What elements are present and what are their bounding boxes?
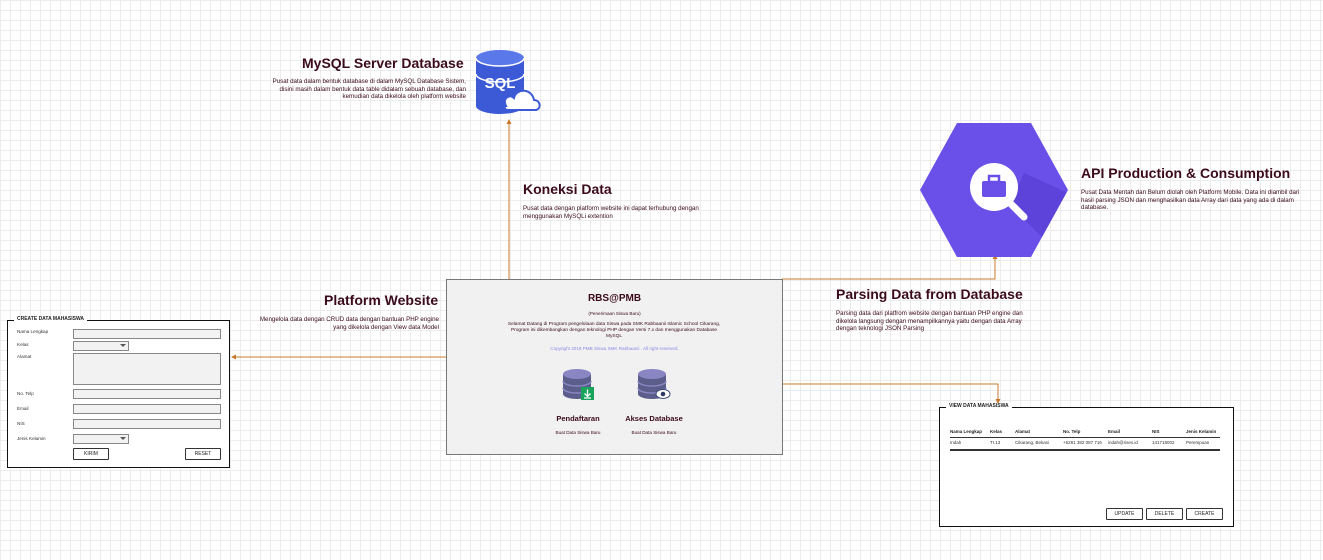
create-button[interactable]: CREATE xyxy=(1186,508,1223,520)
label-no-telp: No. Telp xyxy=(17,391,34,396)
nis-input[interactable] xyxy=(73,419,221,429)
site-copyright: Copyright 2018 PMB Siswa SMK Rabbaanii .… xyxy=(550,346,679,351)
cell-kelas: TI.13 xyxy=(990,440,1001,445)
th-nama-lengkap: Nama Lengkap xyxy=(950,429,983,434)
pendaftaran-sub: Buat Data Siswa Baru xyxy=(555,430,601,435)
chevron-down-icon xyxy=(120,344,126,347)
site-subtitle: (Penerimaan Siswa Baru) xyxy=(588,311,641,316)
view-table-frame: VIEW DATA MAHASISWA Nama Lengkap Kelas A… xyxy=(939,403,1234,527)
connector-website-api xyxy=(782,254,998,280)
database-download-icon[interactable] xyxy=(561,368,597,407)
akses-database-label[interactable]: Akses Database xyxy=(625,414,683,423)
nama-lengkap-input[interactable] xyxy=(73,329,221,339)
mysql-description: Pusat data dalam bentuk database di dala… xyxy=(272,78,466,101)
site-brand: RBS@PMB xyxy=(587,293,642,304)
kirim-button[interactable]: KIRIM xyxy=(73,448,109,460)
mysql-title: MySQL Server Database xyxy=(302,55,464,71)
site-welcome: Selamat Datang di Program pengelolaan da… xyxy=(507,322,721,339)
create-form-frame: CREATE DATA MAHASISWA Nama Lengkap Kelas… xyxy=(7,316,230,468)
database-view-icon[interactable] xyxy=(636,368,672,407)
label-nama-lengkap: Nama Lengkap xyxy=(17,329,49,334)
th-alamat: Alamat xyxy=(1015,429,1031,434)
cell-nama: Indah xyxy=(950,440,962,445)
delete-button[interactable]: DELETE xyxy=(1146,508,1183,520)
api-description: Pusat Data Mentah dan Belum diolah oleh … xyxy=(1081,189,1300,212)
email-input[interactable] xyxy=(73,404,221,414)
cell-no-telp: +6281 382 087 716 xyxy=(1063,440,1102,445)
kelas-select[interactable] xyxy=(73,341,129,351)
label-nis: NIS xyxy=(17,421,25,426)
row-rule xyxy=(950,449,1220,451)
alamat-textarea[interactable] xyxy=(73,353,221,385)
th-nis: NIS xyxy=(1152,429,1160,434)
platform-description: Mengelola data dengan CRUD data dengan b… xyxy=(259,316,439,331)
platform-title: Platform Website xyxy=(324,292,439,308)
parsing-description: Parsing data dari platfrom website denga… xyxy=(836,310,1023,333)
api-title: API Production & Consumption xyxy=(1081,165,1291,181)
cell-alamat: Cikarang, Bekasi xyxy=(1015,440,1050,445)
label-alamat: Alamat xyxy=(17,354,32,359)
th-kelas: Kelas xyxy=(990,429,1003,434)
label-email: Email xyxy=(17,406,29,411)
sql-database-icon: SQL xyxy=(472,48,544,125)
cell-jenis-kelamin: Perempuan xyxy=(1186,440,1210,445)
sql-icon-label: SQL xyxy=(485,75,516,92)
th-jenis-kelamin: Jenis Kelamin xyxy=(1186,429,1217,434)
cell-nis: 141718002 xyxy=(1152,440,1175,445)
bigquery-search-icon xyxy=(920,123,1068,262)
chevron-down-icon xyxy=(120,437,126,440)
jenis-kelamin-select[interactable] xyxy=(73,434,129,444)
update-button[interactable]: UPDATE xyxy=(1106,508,1143,520)
label-kelas: Kelas xyxy=(17,342,29,347)
reset-button[interactable]: RESET xyxy=(185,448,221,460)
parsing-title: Parsing Data from Database xyxy=(836,286,1023,302)
koneksi-description: Pusat data dengan platform website ini d… xyxy=(523,205,699,220)
akses-database-sub: Buat Data Siswa Baru xyxy=(631,430,677,435)
koneksi-title: Koneksi Data xyxy=(523,181,612,197)
cell-email: indah@rises.id xyxy=(1108,440,1138,445)
th-email: Email xyxy=(1108,429,1121,434)
view-table-title: VIEW DATA MAHASISWA xyxy=(946,403,1012,409)
header-rule xyxy=(950,437,1220,438)
th-no-telp: No. Telp xyxy=(1063,429,1081,434)
create-form-title: CREATE DATA MAHASISWA xyxy=(14,316,88,322)
pendaftaran-label[interactable]: Pendaftaran xyxy=(556,414,600,423)
website-mockup-panel: RBS@PMB (Penerimaan Siswa Baru) Selamat … xyxy=(446,279,783,455)
no-telp-input[interactable] xyxy=(73,389,221,399)
label-jenis-kelamin: Jenis Kelamin xyxy=(17,436,46,441)
